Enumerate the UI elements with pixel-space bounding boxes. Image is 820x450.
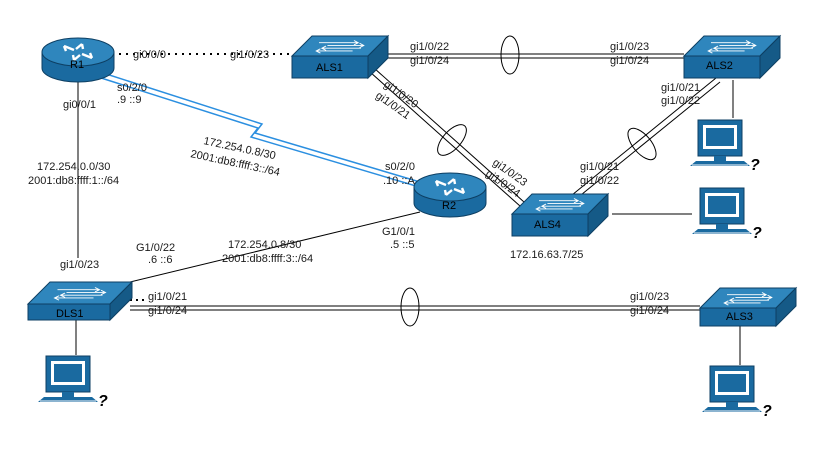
pc-als4[interactable]: ?	[691, 187, 762, 242]
label-r2-g1-0-1: G1/0/1	[382, 226, 415, 238]
etherchannel-ellipse	[437, 124, 467, 156]
device-label-dls1: DLS1	[56, 308, 84, 320]
label-dls1-g1-0-22-addr: .6 ::6	[148, 254, 172, 266]
link-als2-als4-b	[559, 81, 721, 213]
switch-icon	[682, 34, 782, 80]
label-als4-gi1-0-22: gi1/0/22	[580, 175, 619, 187]
pc-icon	[37, 355, 99, 403]
device-label-r2: R2	[442, 200, 456, 212]
etherchannel-ellipse	[400, 287, 420, 327]
pc-marker: ?	[750, 157, 760, 174]
label-dls1-gi1-0-21: gi1/0/21	[148, 291, 187, 303]
etherchannel-markers	[400, 35, 657, 327]
switch-icon	[26, 280, 134, 322]
router-r2[interactable]: R2	[413, 172, 487, 218]
router-icon	[413, 172, 487, 218]
label-r1-gi0-0-1: gi0/0/1	[63, 99, 96, 111]
label-als2-gi1-0-23: gi1/0/23	[610, 41, 649, 53]
label-r1-s0-2-0: s0/2/0	[117, 82, 147, 94]
label-dls1-g1-0-22: G1/0/22	[136, 242, 175, 254]
device-label-als4: ALS4	[534, 219, 561, 231]
router-icon	[41, 37, 115, 83]
link-als1-als4-b	[373, 67, 525, 203]
link-als2-als4-a	[555, 77, 717, 209]
label-r2-serial-addr: .10 ::A	[383, 175, 415, 187]
label-als2-gi1-0-22: gi1/0/22	[661, 95, 700, 107]
etherchannel-ellipse	[627, 127, 657, 161]
switch-als3[interactable]: ALS3	[698, 286, 798, 328]
label-als1-gi1-0-22: gi1/0/22	[410, 41, 449, 53]
label-r1-gi0-0-0: gi0/0/0	[133, 49, 166, 61]
switch-icon	[698, 286, 798, 328]
pc-marker: ?	[762, 403, 772, 420]
router-r1[interactable]: R1	[41, 37, 115, 83]
label-als4-gi1-0-21: gi1/0/21	[580, 161, 619, 173]
device-label-als3: ALS3	[726, 311, 753, 323]
pc-icon	[689, 119, 751, 167]
device-label-als2: ALS2	[706, 60, 733, 72]
label-r1-dls1-net6: 2001:db8:ffff:1::/64	[28, 175, 119, 187]
device-label-r1: R1	[70, 59, 84, 71]
label-dls1-gi1-0-24: gi1/0/24	[148, 305, 187, 317]
label-r1-serial-addr: .9 ::9	[117, 94, 141, 106]
label-dls1-r2-net4: 172.254.0.8/30	[228, 239, 301, 251]
switch-als2[interactable]: ALS2	[682, 34, 782, 80]
label-als3-gi1-0-24: gi1/0/24	[630, 305, 669, 317]
device-label-als1: ALS1	[316, 62, 343, 74]
switch-icon	[510, 192, 610, 238]
pc-icon	[701, 365, 763, 413]
label-als2-gi1-0-24: gi1/0/24	[610, 55, 649, 67]
switch-als4[interactable]: ALS4	[510, 192, 610, 238]
switch-icon	[290, 34, 390, 80]
label-als3-gi1-0-23: gi1/0/23	[630, 291, 669, 303]
pc-marker: ?	[98, 393, 108, 410]
switch-dls1[interactable]: DLS1	[26, 280, 134, 322]
pc-icon	[691, 187, 753, 235]
pc-als3[interactable]: ?	[701, 365, 772, 420]
link-als1-als4-a	[369, 71, 521, 207]
label-r1-dls1-net4: 172.254.0.0/30	[37, 161, 110, 173]
label-dls1-r2-net6: 2001:db8:ffff:3::/64	[222, 253, 313, 265]
etherchannel-ellipse	[500, 35, 520, 75]
label-als1-gi1-0-24: gi1/0/24	[410, 55, 449, 67]
links	[75, 53, 741, 365]
switch-als1[interactable]: ALS1	[290, 34, 390, 80]
label-als1-gi1-0-23: gi1/0/23	[230, 49, 269, 61]
pc-als2[interactable]: ?	[689, 119, 760, 174]
label-als2-gi1-0-21: gi1/0/21	[661, 82, 700, 94]
pc-dls1[interactable]: ?	[37, 355, 108, 410]
pc-marker: ?	[752, 225, 762, 242]
label-dls1-gi1-0-23: gi1/0/23	[60, 259, 99, 271]
label-r2-s0-2-0: s0/2/0	[385, 161, 415, 173]
serial-link-r1-r2	[97, 71, 421, 187]
port-labels: gi0/0/0 gi1/0/23 s0/2/0 .9 ::9 172.254.0…	[28, 41, 700, 317]
label-r2-g1-0-1-addr: .5 ::5	[390, 239, 414, 251]
label-als4-address: 172.16.63.7/25	[510, 249, 583, 261]
